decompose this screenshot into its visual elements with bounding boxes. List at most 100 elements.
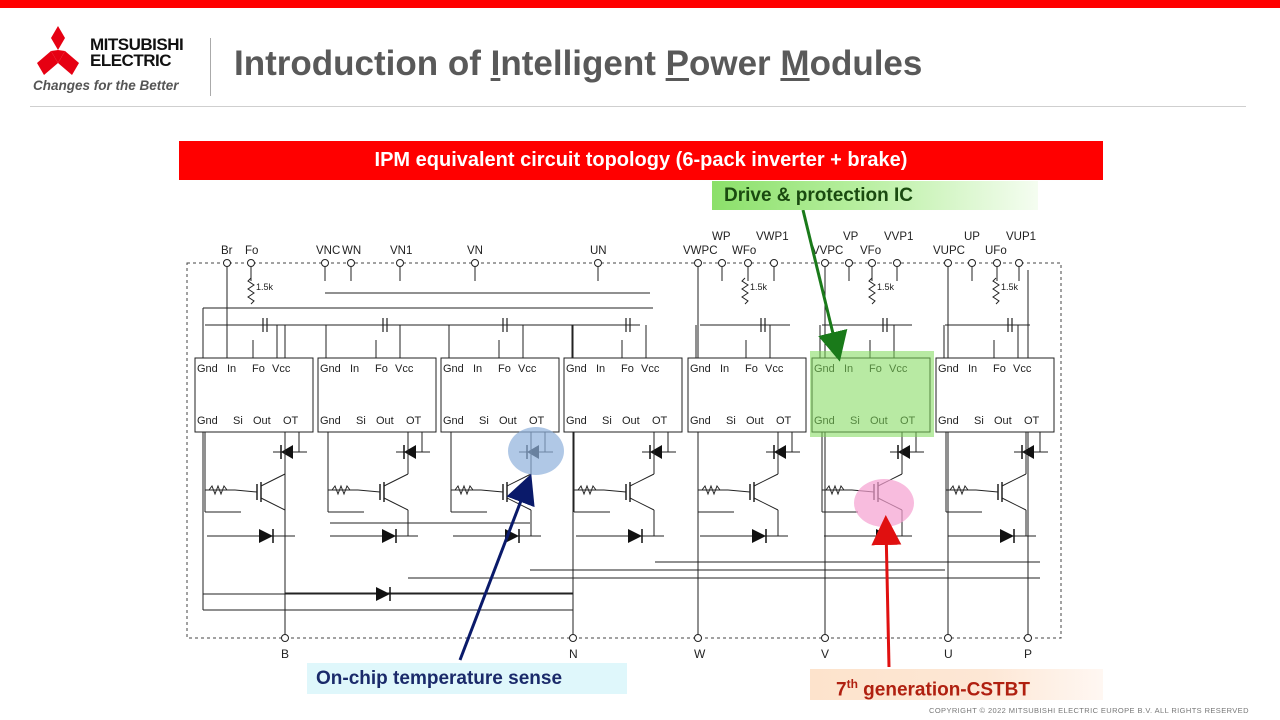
block-pin-label: In	[720, 363, 729, 375]
top-pin-label: WP	[712, 231, 731, 243]
resistor: 1.5k	[247, 277, 274, 305]
top-pin: VVPC	[812, 245, 843, 281]
block-pin-label: Out	[994, 415, 1012, 427]
bottom-pin: P	[1024, 634, 1032, 661]
top-pin-label: WN	[342, 245, 361, 257]
block-pin-label: Gnd	[197, 415, 218, 427]
logo-divider	[210, 38, 211, 96]
top-pin: WFo	[732, 245, 756, 281]
top-pin-label: UN	[590, 245, 607, 257]
brand-slogan: Changes for the Better	[33, 78, 179, 93]
block-pin-label: Vcc	[1013, 363, 1032, 375]
top-pin-label: WFo	[732, 245, 756, 257]
resistor: 1.5k	[741, 277, 768, 305]
top-pin-label: UP	[964, 231, 980, 243]
top-pin-label: VNC	[316, 245, 340, 257]
bottom-pin-label: W	[694, 647, 706, 661]
block-pin-label: In	[596, 363, 605, 375]
block-pin-label: OT	[529, 415, 545, 427]
resistor-label: 1.5k	[750, 282, 768, 292]
bottom-pin: V	[821, 634, 829, 661]
block-pin-label: Fo	[993, 363, 1006, 375]
block-pin-label: OT	[283, 415, 299, 427]
block-pin-label: Si	[726, 415, 736, 427]
block-pin-label: Vcc	[272, 363, 291, 375]
cstbt-arrow	[871, 515, 902, 668]
diagram-banner: IPM equivalent circuit topology (6-pack …	[179, 141, 1103, 180]
block-pin-label: Fo	[252, 363, 265, 375]
bottom-pin-label: P	[1024, 647, 1032, 661]
mitsubishi-logo: MITSUBISHI ELECTRIC Changes for the Bett…	[30, 26, 210, 96]
top-pin-label: VWPC	[683, 245, 718, 257]
copyright-notice: COPYRIGHT © 2022 MITSUBISHI ELECTRIC EUR…	[929, 706, 1249, 715]
capacitor	[625, 318, 631, 332]
block-pin-label: Vcc	[518, 363, 537, 375]
capacitor	[760, 318, 766, 332]
block-pin-label: Gnd	[690, 415, 711, 427]
block-pin-label: Gnd	[690, 363, 711, 375]
capacitor	[502, 318, 508, 332]
bottom-pin-label: N	[569, 647, 578, 661]
block-pin-label: In	[968, 363, 977, 375]
cstbt-highlight	[854, 479, 914, 527]
block-pin-label: Out	[746, 415, 764, 427]
block-pin-label: Si	[602, 415, 612, 427]
drive-ic-highlight	[810, 351, 934, 437]
top-pin: VUPC	[933, 245, 965, 281]
top-pin: WN	[342, 245, 361, 281]
top-pin-label: VP	[843, 231, 859, 243]
resistor-label: 1.5k	[1001, 282, 1019, 292]
block-pin-label: Vcc	[765, 363, 784, 375]
block-pin-label: Gnd	[443, 415, 464, 427]
brake-diode	[203, 587, 573, 601]
top-pin-label: VWP1	[756, 231, 789, 243]
block-pin-label: Gnd	[197, 363, 218, 375]
top-pin-label: UFo	[985, 245, 1007, 257]
top-accent-bar	[0, 0, 1280, 8]
three-diamonds-icon	[37, 26, 79, 75]
block-pin-label: OT	[776, 415, 792, 427]
bottom-pin: W	[694, 634, 706, 661]
block-pin-label: Si	[356, 415, 366, 427]
top-pin: UP	[964, 231, 980, 281]
slide-title: Introduction of Intelligent Power Module…	[234, 44, 923, 83]
top-pin: VWP1	[756, 231, 789, 281]
block-pin-label: Si	[479, 415, 489, 427]
top-pin-label: VFo	[860, 245, 881, 257]
top-pin-label: VVPC	[812, 245, 843, 257]
top-pin: VWPC	[683, 245, 718, 281]
top-pin-label: VUP1	[1006, 231, 1036, 243]
top-pin: VN	[467, 245, 483, 281]
resistor: 1.5k	[992, 277, 1019, 305]
top-pin: Br	[221, 245, 233, 281]
bottom-pin-label: V	[821, 647, 829, 661]
capacitor	[882, 318, 888, 332]
block-pin-label: Gnd	[566, 363, 587, 375]
top-pin: VNC	[316, 245, 340, 281]
block-pin-label: OT	[1024, 415, 1040, 427]
bottom-pin: U	[944, 634, 953, 661]
block-pin-label: Fo	[745, 363, 758, 375]
bottom-pin: N	[569, 634, 578, 661]
block-pin-label: Out	[253, 415, 271, 427]
block-pin-label: In	[473, 363, 482, 375]
top-pin-label: VUPC	[933, 245, 965, 257]
cstbt-label: 7th generation-CSTBT	[810, 669, 1103, 700]
top-pin: VN1	[390, 245, 412, 281]
top-pin-label: Br	[221, 245, 233, 257]
capacitor	[382, 318, 388, 332]
block-pin-label: Gnd	[938, 415, 959, 427]
top-pin: UN	[590, 245, 607, 281]
temp-arrow	[458, 473, 535, 661]
block-pin-label: Fo	[621, 363, 634, 375]
capacitor	[1007, 318, 1013, 332]
top-pin: VUP1	[1006, 231, 1036, 281]
block-pin-label: Fo	[375, 363, 388, 375]
block-pin-label: Gnd	[566, 415, 587, 427]
top-pin-label: VN1	[390, 245, 412, 257]
top-pin-label: VVP1	[884, 231, 913, 243]
block-pin-label: Out	[622, 415, 640, 427]
